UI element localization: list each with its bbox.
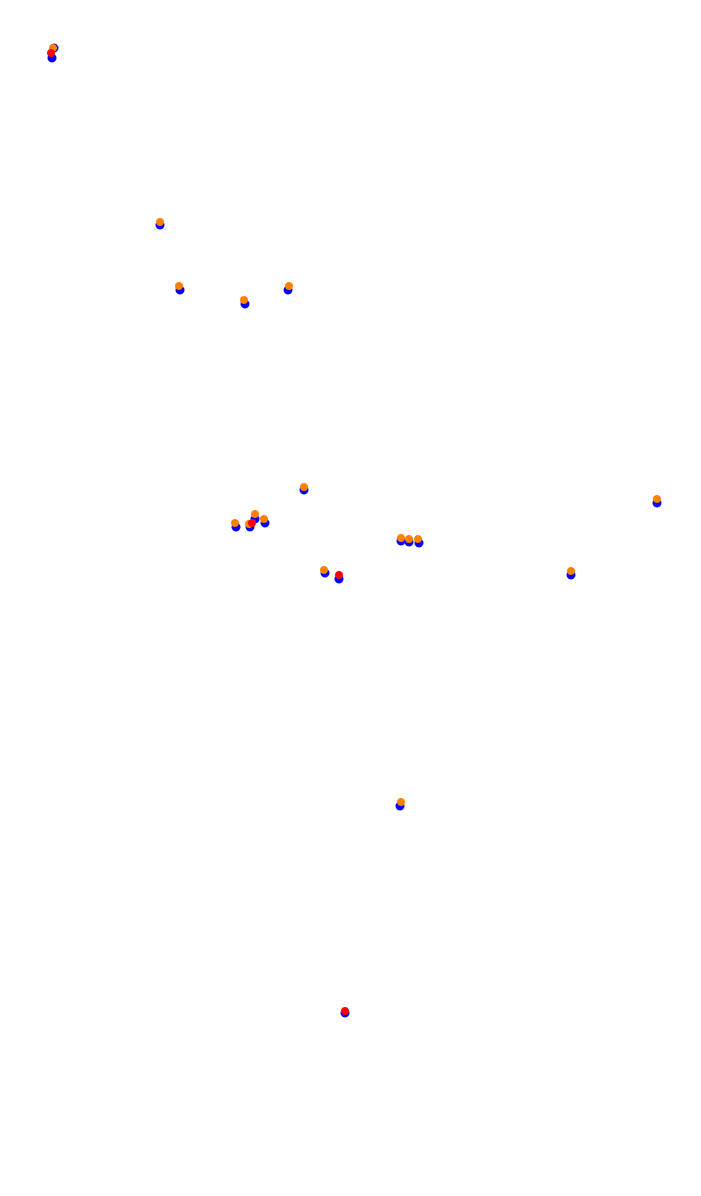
data-point — [285, 282, 293, 290]
data-point — [405, 535, 413, 543]
data-point — [335, 571, 343, 579]
data-point — [175, 282, 183, 290]
scatter-marks — [47, 43, 662, 1018]
series-1 — [49, 44, 661, 806]
data-point — [653, 495, 661, 503]
data-point — [240, 296, 248, 304]
series-0 — [47, 43, 662, 1018]
data-point — [397, 534, 405, 542]
data-point — [397, 798, 405, 806]
data-point — [231, 519, 239, 527]
data-point — [414, 535, 422, 543]
data-point — [320, 566, 328, 574]
data-point — [567, 567, 575, 575]
data-point — [156, 218, 164, 226]
data-point — [47, 49, 55, 57]
data-point — [251, 510, 259, 518]
data-point — [341, 1007, 349, 1015]
data-point — [260, 515, 268, 523]
data-point — [248, 519, 256, 527]
series-2 — [47, 49, 349, 1015]
data-point — [300, 483, 308, 491]
